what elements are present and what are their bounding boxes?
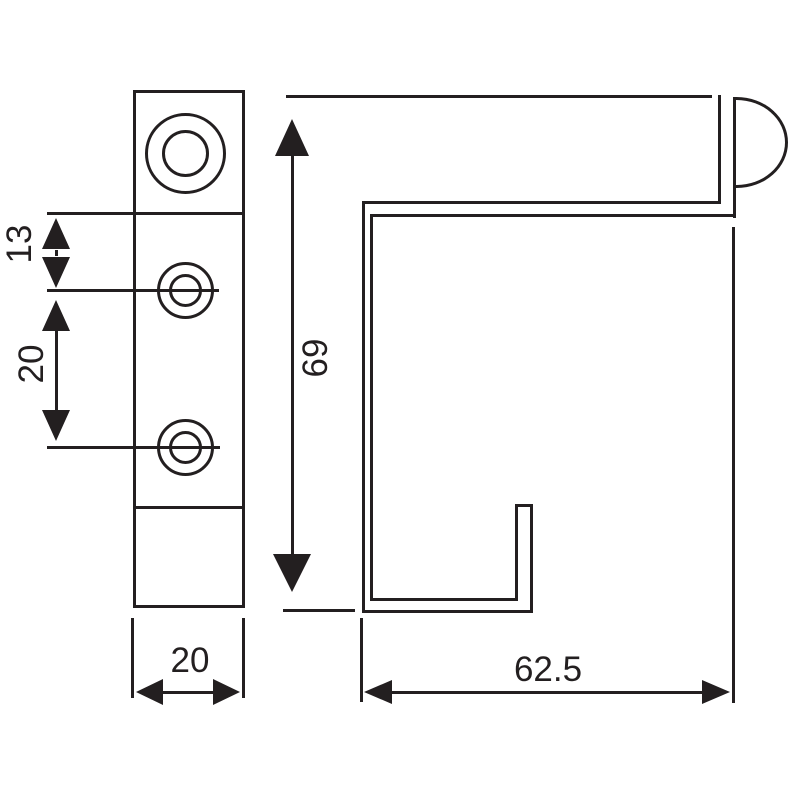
profile-arm-top-edge	[362, 201, 721, 204]
bottom-hole-centerline	[47, 446, 220, 449]
top-hole-inner-circle	[162, 130, 209, 177]
dim-height-line	[291, 155, 294, 554]
dim-width-arrow-left	[136, 679, 163, 705]
dim-height-ext-line-top	[286, 95, 712, 98]
dim-depth-ext-line-right	[732, 227, 735, 703]
profile-bottom-outer-edge	[362, 610, 533, 613]
bead-left-edge	[718, 95, 721, 204]
dim-depth-arrow-right	[702, 680, 730, 704]
dim-20-spacing-line	[55, 331, 58, 410]
hook-outer-edge	[530, 504, 533, 613]
hook-top-cap	[515, 504, 533, 507]
bead-round-knuckle	[736, 97, 788, 188]
dim-height-arrow-up	[275, 119, 309, 156]
dim-20-spacing-arrow-down	[42, 410, 70, 441]
profile-leg-inner-edge	[370, 214, 373, 601]
dim-height-ext-line-bottom	[283, 609, 355, 612]
plate-outline	[133, 90, 245, 608]
plate-section-line-top	[47, 212, 244, 215]
dim-width-arrow-right	[213, 679, 240, 705]
plate-section-line-bottom	[133, 506, 244, 509]
dim-label-hole-spacing: 20	[12, 344, 51, 384]
dim-depth-line	[392, 691, 702, 694]
hook-inner-edge	[515, 505, 518, 601]
dim-label-depth: 62.5	[513, 650, 583, 689]
dim-13-arrow-down	[42, 257, 70, 288]
dim-label-plate-width: 20	[170, 641, 210, 680]
dim-width-line	[163, 691, 213, 694]
dim-label-height: 69	[296, 338, 335, 378]
dim-width-ext-line-right	[242, 618, 245, 698]
profile-leg-outer-edge	[362, 201, 365, 613]
profile-bottom-inner-edge	[370, 598, 518, 601]
dim-depth-arrow-left	[364, 680, 392, 704]
dim-label-hole-offset: 13	[0, 224, 39, 264]
dim-20-spacing-arrow-up	[42, 300, 70, 331]
dim-13-arrow-up	[42, 218, 70, 249]
profile-arm-bottom-edge	[370, 214, 736, 217]
dim-depth-ext-line-left	[360, 618, 363, 702]
dim-height-arrow-down	[273, 554, 311, 592]
bead-flat-edge	[733, 97, 736, 218]
top-hole-outer-circle	[145, 113, 226, 194]
dim-13-tick	[55, 250, 58, 256]
middle-hole-centerline	[47, 289, 219, 292]
dim-width-ext-line-left	[131, 618, 134, 698]
